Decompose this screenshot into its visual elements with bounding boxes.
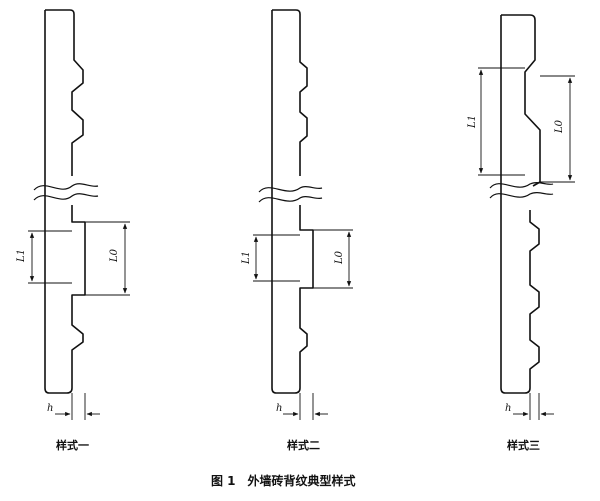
style-3-l0-label: L0 bbox=[554, 119, 565, 134]
style-1-break-line bbox=[33, 183, 99, 191]
style-3-h-label: h bbox=[505, 403, 511, 414]
style-2-caption: 样式二 bbox=[287, 438, 320, 452]
figure-title: 图 1 外墙砖背纹典型样式 bbox=[211, 473, 356, 488]
style-2-break-line bbox=[258, 195, 323, 203]
style-1-l1-label: L1 bbox=[16, 249, 27, 263]
style-2-l1-label: L1 bbox=[241, 251, 252, 265]
style-1-l0-label: L0 bbox=[109, 248, 120, 263]
style-2-l0-label: L0 bbox=[334, 250, 345, 265]
style-2-h-label: h bbox=[276, 403, 282, 414]
style-1-caption: 样式一 bbox=[56, 438, 89, 452]
style-1-drawing bbox=[28, 9, 130, 420]
style-3-l1-label: L1 bbox=[467, 115, 478, 129]
style-2-drawing bbox=[253, 9, 353, 420]
style-1-profile bbox=[44, 9, 86, 394]
style-3-break-line bbox=[489, 181, 554, 189]
style-3-caption: 样式三 bbox=[507, 438, 540, 452]
style-3-drawing bbox=[478, 14, 575, 420]
style-3-break-line bbox=[489, 191, 554, 199]
style-2-break-line bbox=[258, 185, 323, 193]
style-1-break-line bbox=[33, 193, 99, 201]
style-3-profile bbox=[500, 14, 541, 394]
style-2-profile bbox=[271, 9, 314, 394]
style-1-h-label: h bbox=[47, 403, 53, 414]
